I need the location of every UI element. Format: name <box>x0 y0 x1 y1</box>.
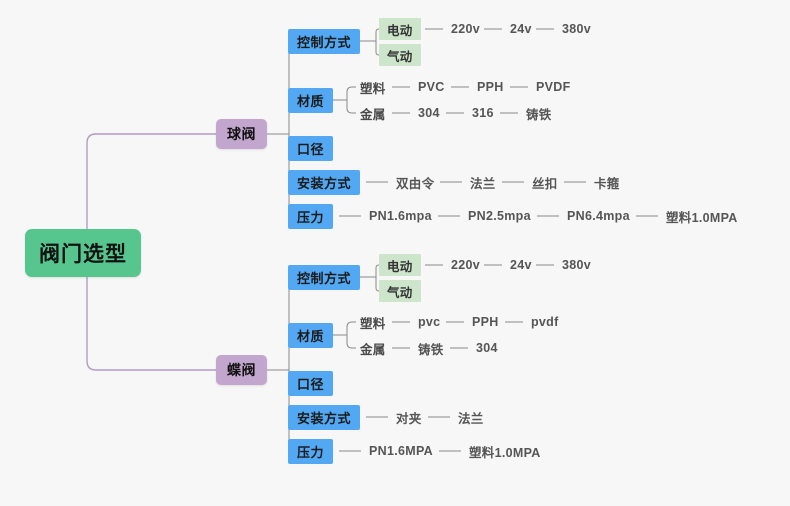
leaf-node-2-2-1-1[interactable]: pvc <box>418 315 441 329</box>
leaf-node-1-4-1[interactable]: 双由令 <box>396 176 435 191</box>
sub-node-2-2-1[interactable]: 塑料 <box>360 316 386 331</box>
leaf-node-2-2-2-2[interactable]: 304 <box>476 341 498 355</box>
leaf-node-1-2-2-1[interactable]: 304 <box>418 106 440 120</box>
topic-node-2-1[interactable]: 控制方式 <box>288 265 361 290</box>
leaf-node-1-2-1-3[interactable]: PVDF <box>536 80 571 94</box>
leaf-node-1-2-2-3[interactable]: 铸铁 <box>526 107 552 122</box>
topic-node-1-2[interactable]: 材质 <box>288 88 334 113</box>
chip-node-2-1-2[interactable]: 气动 <box>379 280 421 302</box>
topic-node-1-1[interactable]: 控制方式 <box>288 29 361 54</box>
leaf-node-2-5-1[interactable]: PN1.6MPA <box>369 444 433 458</box>
leaf-node-2-5-2[interactable]: 塑料1.0MPA <box>469 445 541 460</box>
sub-node-1-2-1[interactable]: 塑料 <box>360 81 386 96</box>
topic-node-1-4[interactable]: 安装方式 <box>288 170 361 195</box>
branch-node-1[interactable]: 球阀 <box>216 119 267 149</box>
leaf-node-2-2-1-3[interactable]: pvdf <box>531 315 559 329</box>
leaf-node-2-1-1-2[interactable]: 24v <box>510 258 532 272</box>
leaf-node-1-5-2[interactable]: PN2.5mpa <box>468 209 531 223</box>
leaf-node-1-1-1-1[interactable]: 220v <box>451 22 481 36</box>
topic-node-2-2[interactable]: 材质 <box>288 323 334 348</box>
leaf-node-1-2-1-1[interactable]: PVC <box>418 80 445 94</box>
topic-node-2-5[interactable]: 压力 <box>288 439 334 464</box>
leaf-node-2-4-1[interactable]: 对夹 <box>396 411 422 426</box>
chip-node-2-1-1[interactable]: 电动 <box>379 254 421 276</box>
leaf-node-1-5-1[interactable]: PN1.6mpa <box>369 209 432 223</box>
leaf-node-2-1-1-1[interactable]: 220v <box>451 258 481 272</box>
leaf-node-2-2-2-1[interactable]: 铸铁 <box>418 342 444 357</box>
leaf-node-2-1-1-3[interactable]: 380v <box>562 258 592 272</box>
leaf-node-1-1-1-3[interactable]: 380v <box>562 22 592 36</box>
leaf-node-1-4-2[interactable]: 法兰 <box>470 176 496 191</box>
leaf-node-1-5-4[interactable]: 塑料1.0MPA <box>666 210 738 225</box>
chip-node-1-1-1[interactable]: 电动 <box>379 18 421 40</box>
root-node[interactable]: 阀门选型 <box>25 229 141 277</box>
chip-node-1-1-2[interactable]: 气动 <box>379 44 421 66</box>
leaf-node-2-2-1-2[interactable]: PPH <box>472 315 499 329</box>
branch-node-2[interactable]: 蝶阀 <box>216 355 267 385</box>
leaf-node-1-1-1-2[interactable]: 24v <box>510 22 532 36</box>
leaf-node-1-2-1-2[interactable]: PPH <box>477 80 504 94</box>
leaf-node-2-4-2[interactable]: 法兰 <box>458 411 484 426</box>
leaf-node-1-4-4[interactable]: 卡箍 <box>594 176 620 191</box>
topic-node-2-4[interactable]: 安装方式 <box>288 405 361 430</box>
sub-node-2-2-2[interactable]: 金属 <box>360 342 386 357</box>
leaf-node-1-4-3[interactable]: 丝扣 <box>532 176 558 191</box>
leaf-node-1-5-3[interactable]: PN6.4mpa <box>567 209 630 223</box>
sub-node-1-2-2[interactable]: 金属 <box>360 107 386 122</box>
topic-node-2-3[interactable]: 口径 <box>288 371 334 396</box>
topic-node-1-5[interactable]: 压力 <box>288 204 334 229</box>
topic-node-1-3[interactable]: 口径 <box>288 136 334 161</box>
leaf-node-1-2-2-2[interactable]: 316 <box>472 106 494 120</box>
